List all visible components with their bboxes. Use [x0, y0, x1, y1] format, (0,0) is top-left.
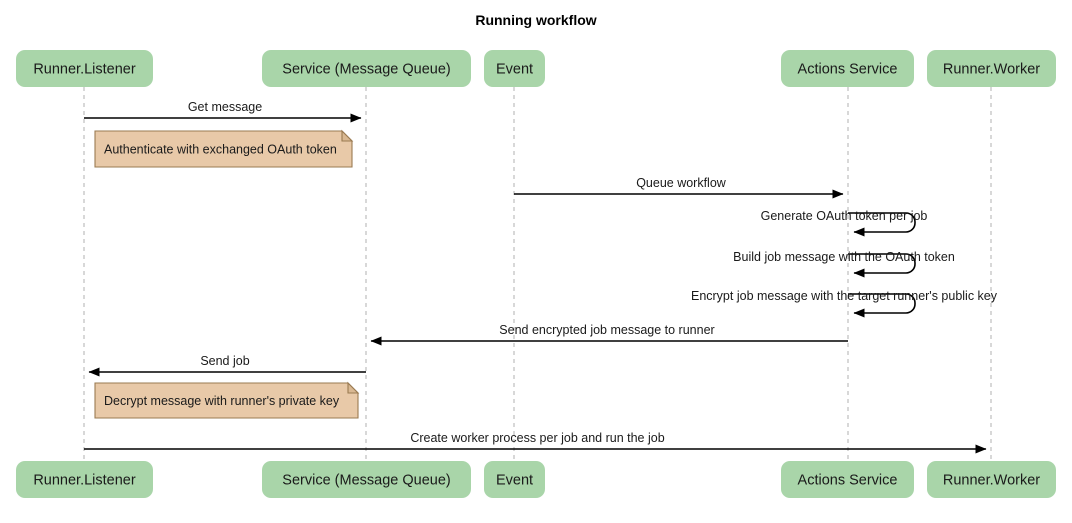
note-label: Decrypt message with runner's private ke… — [104, 394, 340, 408]
message-label: Create worker process per job and run th… — [410, 431, 664, 445]
participant-label: Runner.Listener — [33, 61, 136, 77]
participant-runner-worker-top[interactable]: Runner.Worker — [927, 50, 1056, 87]
participant-label: Runner.Worker — [943, 472, 1040, 488]
participant-runner-listener-top[interactable]: Runner.Listener — [16, 50, 153, 87]
participant-label: Service (Message Queue) — [282, 61, 450, 77]
participant-box — [484, 50, 545, 87]
participant-box — [781, 50, 914, 87]
participant-runner-worker-bottom[interactable]: Runner.Worker — [927, 461, 1056, 498]
participant-label: Service (Message Queue) — [282, 472, 450, 488]
participant-runner-listener-bottom[interactable]: Runner.Listener — [16, 461, 153, 498]
participant-label: Actions Service — [798, 472, 898, 488]
participant-actions-service-bottom[interactable]: Actions Service — [781, 461, 914, 498]
message-label: Generate OAuth token per job — [761, 209, 928, 223]
message-send-job[interactable]: Send job — [88, 354, 366, 377]
message-generate-oauth-token-per-job[interactable]: Generate OAuth token per job — [761, 209, 928, 237]
message-queue-workflow[interactable]: Queue workflow — [514, 176, 844, 199]
message-self-loop — [848, 253, 916, 278]
participant-box — [16, 461, 153, 498]
message-label: Send job — [200, 354, 249, 368]
message-label: Build job message with the OAuth token — [733, 250, 955, 264]
lifelines-layer — [83, 87, 992, 461]
note-body — [94, 382, 359, 419]
participant-box — [927, 50, 1056, 87]
message-label: Queue workflow — [636, 176, 727, 190]
note-authenticate-with-exchanged-oauth-token[interactable]: Authenticate with exchanged OAuth token — [94, 129, 354, 168]
participant-box — [484, 461, 545, 498]
participant-label: Actions Service — [798, 61, 898, 77]
participant-service-message-queue-bottom[interactable]: Service (Message Queue) — [262, 461, 471, 498]
message-create-worker-process-per-job-and-run-the-job[interactable]: Create worker process per job and run th… — [84, 431, 987, 454]
participant-event-bottom[interactable]: Event — [484, 461, 545, 498]
page-title: Running workflow — [475, 12, 596, 28]
note-label: Authenticate with exchanged OAuth token — [104, 142, 337, 156]
participant-label: Event — [496, 61, 533, 77]
message-label: Encrypt job message with the target runn… — [691, 289, 998, 303]
notes-layer: Authenticate with exchanged OAuth tokenD… — [94, 129, 360, 419]
message-label: Get message — [188, 100, 262, 114]
message-build-job-message-with-the-oauth-token[interactable]: Build job message with the OAuth token — [733, 250, 955, 278]
participant-label: Event — [496, 472, 533, 488]
note-body — [94, 130, 353, 168]
message-get-message[interactable]: Get message — [84, 100, 362, 123]
message-self-loop — [848, 293, 916, 318]
message-send-encrypted-job-message-to-runner[interactable]: Send encrypted job message to runner — [370, 323, 848, 346]
participant-box — [262, 50, 471, 87]
participant-box — [927, 461, 1056, 498]
message-label: Send encrypted job message to runner — [499, 323, 714, 337]
message-encrypt-job-message-with-the-target-runners-public-key[interactable]: Encrypt job message with the target runn… — [691, 289, 998, 318]
participant-event-top[interactable]: Event — [484, 50, 545, 87]
participant-box — [781, 461, 914, 498]
note-decrypt-message-with-runners-private-key[interactable]: Decrypt message with runner's private ke… — [94, 381, 360, 419]
participant-actions-service-top[interactable]: Actions Service — [781, 50, 914, 87]
participant-label: Runner.Worker — [943, 61, 1040, 77]
note-fold-corner-icon — [341, 129, 354, 142]
participant-box — [262, 461, 471, 498]
message-self-loop — [848, 212, 916, 237]
note-fold-corner-icon — [347, 381, 360, 394]
participant-service-message-queue-top[interactable]: Service (Message Queue) — [262, 50, 471, 87]
participant-label: Runner.Listener — [33, 472, 136, 488]
participant-box — [16, 50, 153, 87]
